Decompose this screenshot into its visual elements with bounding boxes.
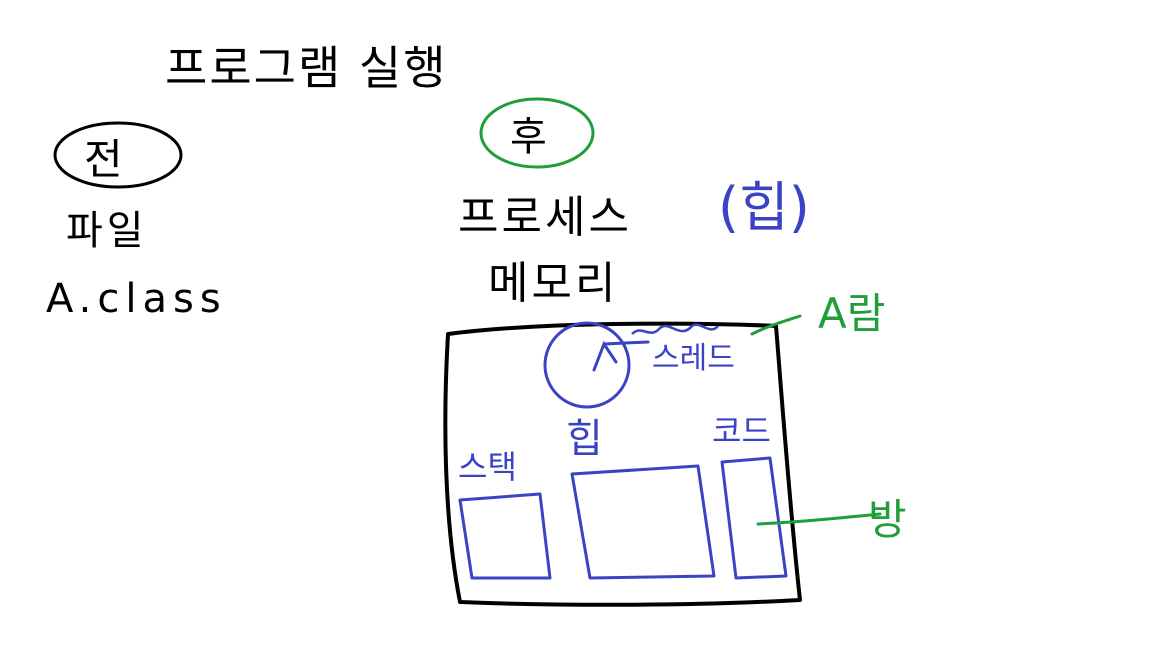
- thread-label: 스레드: [652, 341, 735, 376]
- title-text: 프로그램 실행: [165, 41, 448, 95]
- before-label: 전: [84, 135, 123, 184]
- code-label: 코드: [712, 412, 771, 450]
- stack-box: [458, 492, 552, 580]
- memory-box: [443, 321, 802, 607]
- stack-label: 스택: [458, 448, 517, 486]
- after-circle: [479, 97, 595, 169]
- thread-circle: [543, 321, 631, 409]
- code-box: [720, 456, 788, 580]
- room-label: 방: [868, 495, 907, 544]
- before-circle: [53, 121, 183, 189]
- room-arrow: [756, 512, 882, 526]
- file-label: 파일: [66, 208, 148, 254]
- heap-box: [570, 464, 716, 580]
- thread-arrow: [592, 340, 650, 372]
- thread-scribble: [631, 323, 719, 335]
- file-name: A.class: [46, 276, 227, 322]
- heap-note: (힙): [718, 176, 810, 239]
- memory-label: 메모리: [488, 258, 618, 309]
- a-person-arrow: [750, 314, 802, 336]
- process-label: 프로세스: [458, 192, 632, 243]
- heap-label: 힙: [566, 416, 603, 462]
- a-person-label: A람: [818, 289, 885, 338]
- after-label: 후: [510, 114, 547, 160]
